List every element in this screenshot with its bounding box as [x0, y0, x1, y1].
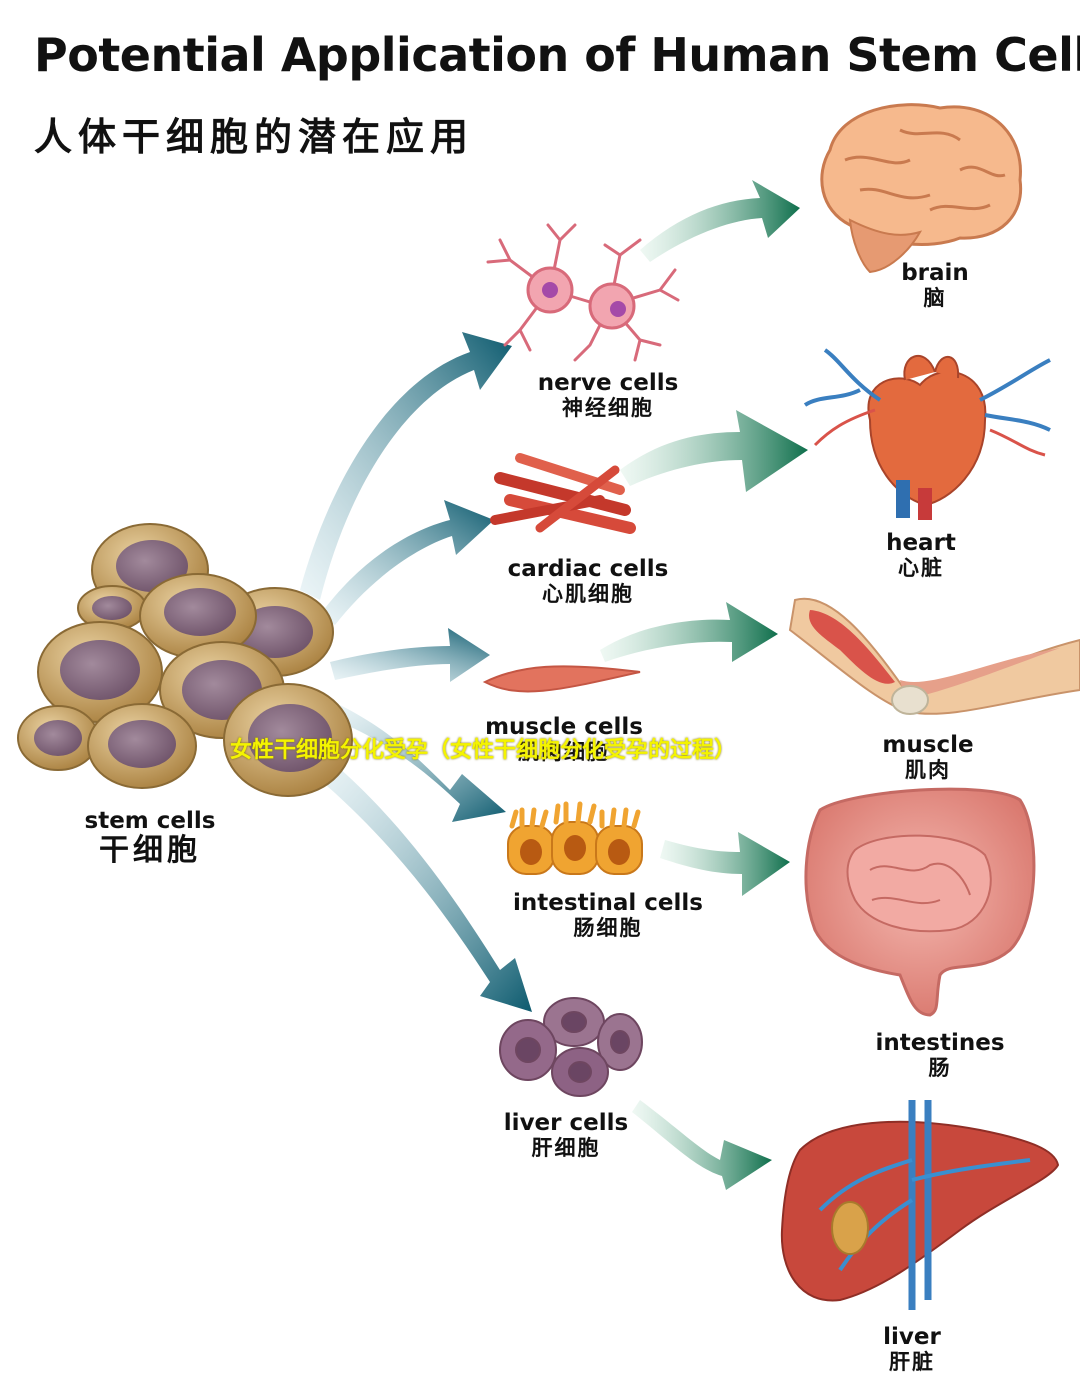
- title-english: Potential Application of Human Stem Cell…: [34, 28, 1080, 82]
- label-liver: liver 肝脏: [883, 1324, 941, 1375]
- label-muscle-cells: muscle cells 肌肉细胞: [485, 714, 643, 765]
- label-en: intestines: [875, 1030, 1005, 1056]
- label-en: nerve cells: [537, 370, 679, 396]
- label-intestinal-cells: intestinal cells 肠细胞: [513, 890, 703, 941]
- label-en: intestinal cells: [513, 890, 703, 916]
- arrow-stem-to-liver: [318, 760, 532, 1012]
- label-liver-cells: liver cells 肝细胞: [504, 1110, 628, 1161]
- intestinal-cells-illustration: [507, 801, 643, 875]
- arrow-muscle-to-muscle: [600, 602, 778, 662]
- cardiac-cells-illustration: [490, 453, 636, 534]
- arrow-nerve-to-brain: [640, 180, 800, 262]
- label-muscle: muscle 肌肉: [882, 732, 973, 783]
- watermark-caption: 女性干细胞分化受孕（女性干细胞分化受孕的过程）: [230, 738, 737, 763]
- arrow-liver-to-liver: [632, 1100, 772, 1190]
- arm-muscle-illustration: [788, 597, 1080, 715]
- label-zh: 心脏: [898, 556, 944, 581]
- label-en: cardiac cells: [507, 556, 669, 582]
- label-zh: 干细胞: [98, 833, 201, 869]
- liver-illustration: [780, 1100, 1060, 1310]
- label-zh: 心肌细胞: [541, 582, 634, 607]
- intestines-illustration: [804, 787, 1036, 1017]
- label-en: muscle cells: [485, 714, 643, 740]
- heart-illustration: [803, 348, 1051, 520]
- label-zh: 肝脏: [888, 1350, 935, 1375]
- label-zh: 肠细胞: [573, 916, 643, 941]
- muscle-cell-illustration: [482, 665, 641, 693]
- label-cardiac-cells: cardiac cells 心肌细胞: [508, 556, 669, 607]
- label-en: liver: [883, 1324, 941, 1350]
- arrow-stem-to-muscle: [330, 628, 490, 682]
- label-nerve-cells: nerve cells 神经细胞: [538, 370, 679, 421]
- label-zh: 肌肉: [905, 758, 951, 783]
- label-intestines: intestines 肠: [875, 1030, 1004, 1081]
- label-zh: 脑: [923, 286, 947, 311]
- arrow-intestinal-to-intestines: [660, 832, 790, 896]
- label-en: brain: [901, 260, 969, 286]
- liver-cells-illustration: [499, 997, 643, 1097]
- label-en: heart: [886, 530, 956, 556]
- label-zh: 肝细胞: [531, 1136, 601, 1161]
- label-zh: 肠: [928, 1056, 952, 1081]
- nerve-cells-illustration: [486, 223, 680, 362]
- arrow-stem-to-intestinal: [335, 705, 506, 822]
- label-heart: heart 心脏: [886, 530, 956, 581]
- label-en: liver cells: [503, 1110, 629, 1136]
- arrow-stem-to-nerve: [300, 332, 512, 600]
- label-stem-cells: stem cells 干细胞: [85, 808, 216, 869]
- label-zh: 肌肉细胞: [517, 740, 610, 765]
- title-chinese: 人体干细胞的潜在应用: [34, 115, 475, 159]
- brain-illustration: [820, 103, 1023, 274]
- arrow-stem-to-cardiac: [320, 500, 494, 625]
- arrow-cardiac-to-heart: [620, 410, 808, 492]
- stem-cells-illustration: [17, 523, 353, 797]
- label-en: stem cells: [84, 808, 216, 834]
- label-zh: 神经细胞: [561, 396, 654, 421]
- label-en: muscle: [882, 732, 974, 758]
- label-brain: brain 脑: [901, 260, 969, 311]
